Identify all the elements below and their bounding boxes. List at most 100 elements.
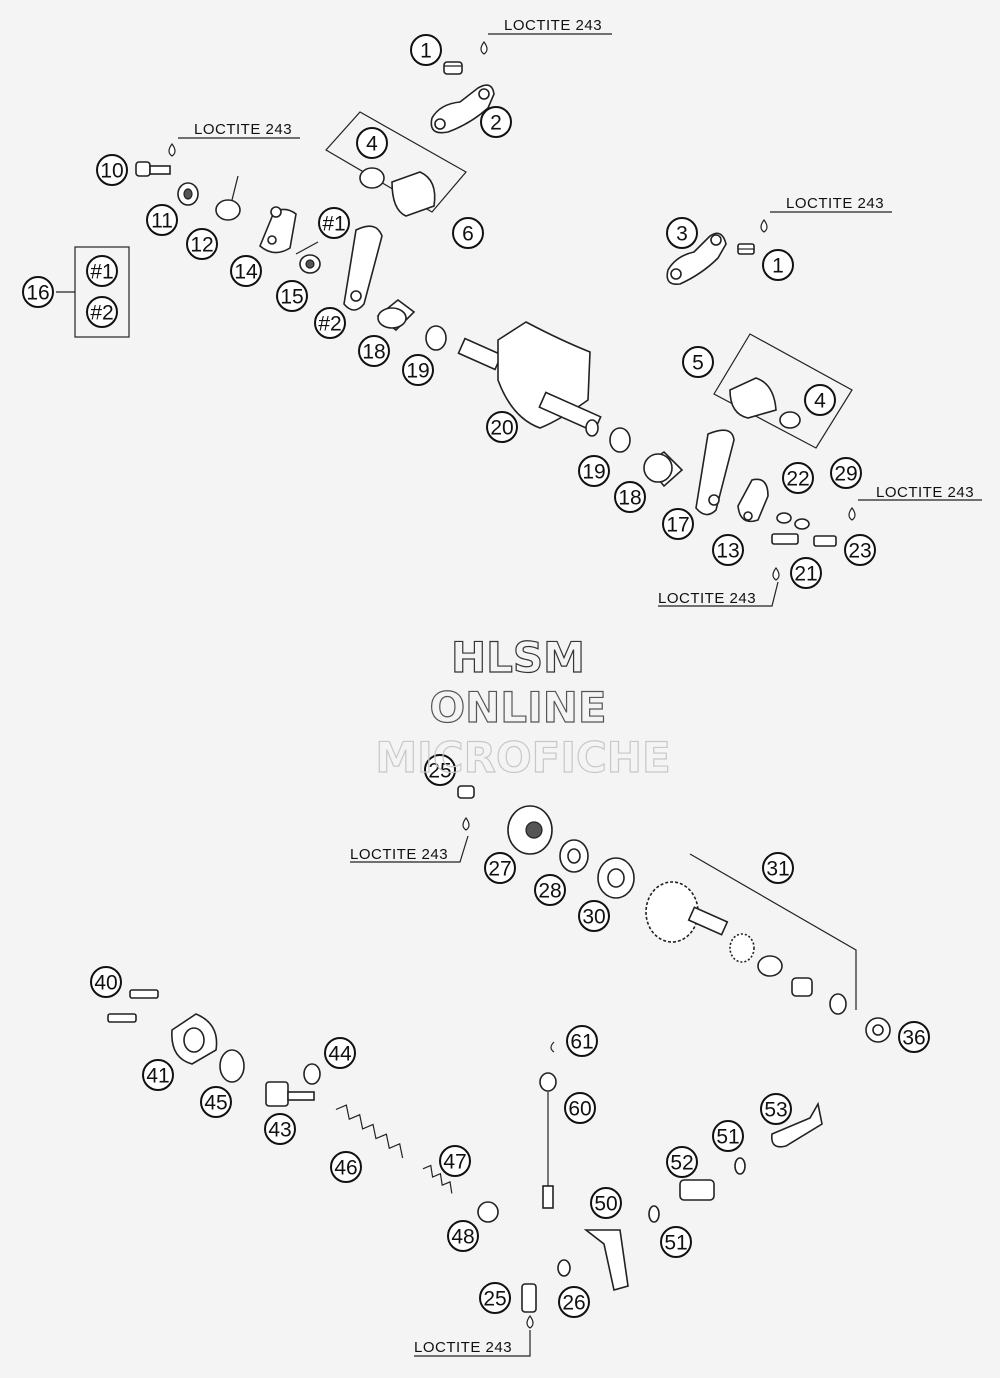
callout-number: 26: [562, 1292, 585, 1315]
callout-circle: [762, 249, 794, 281]
callout-part-1-top: 1: [410, 34, 442, 66]
callout-number: 1: [420, 40, 432, 63]
loctite-label-3: LOCTITE 243: [786, 195, 884, 212]
callout-circle: [318, 207, 350, 239]
callout-number: 53: [764, 1099, 787, 1122]
callout-number: 43: [268, 1119, 291, 1142]
callout-part-48: 48: [447, 1220, 479, 1252]
watermark-line-3: MICROFICHE: [375, 733, 670, 782]
part-washer-51-bottom: [648, 1205, 660, 1223]
callout-circle: [566, 1025, 598, 1057]
loctite-label-7: LOCTITE 243: [414, 1339, 512, 1356]
callout-part-60: 60: [564, 1092, 596, 1124]
part-frame-5-4: [713, 333, 853, 449]
callout-number: 2: [490, 112, 502, 135]
part-bolt-10: [135, 161, 171, 177]
callout-circle: [564, 1092, 596, 1124]
callout-part-61: 61: [566, 1025, 598, 1057]
callout-circle: [480, 106, 512, 138]
part-washer-29: [794, 518, 810, 530]
callout-number: 36: [902, 1027, 925, 1050]
callout-circle: [486, 411, 518, 443]
watermark: HLSM ONLINE MICROFICHE: [375, 632, 671, 782]
callout-part-11: 11: [146, 204, 178, 236]
callout-part-41: 41: [142, 1059, 174, 1091]
part-bearing-30: [597, 857, 635, 899]
part-bushing-18-bottom: [643, 450, 684, 488]
callout-circle: [578, 455, 610, 487]
part-bearing-28: [559, 839, 589, 873]
part-oring-19-top: [425, 325, 447, 351]
callout-part-17: 17: [662, 508, 694, 540]
callout-number: 21: [794, 563, 817, 586]
callout-circle: [534, 874, 566, 906]
callout-number: 25: [483, 1288, 506, 1311]
callout-number: 23: [848, 540, 871, 563]
callout-part-43: 43: [264, 1113, 296, 1145]
callout-part-47: 47: [439, 1145, 471, 1177]
callout-part-6: 6: [452, 217, 484, 249]
callout-circle: [479, 1282, 511, 1314]
callout-circle: [230, 255, 262, 287]
part-spring-46: [335, 1104, 404, 1159]
callout-number: 50: [594, 1193, 617, 1216]
callout-number: 30: [582, 906, 605, 929]
callout-part-1-variant-lever: #1: [318, 207, 350, 239]
callout-number: 31: [766, 858, 789, 881]
watermark-line-2: ONLINE: [429, 683, 606, 732]
callout-number: 20: [490, 417, 513, 440]
callout-number: 51: [664, 1232, 687, 1255]
part-clip-61: [550, 1041, 555, 1053]
callout-number: #2: [90, 302, 113, 325]
callout-circle: [712, 1120, 744, 1152]
callout-number: 3: [676, 223, 688, 246]
loctite-label-4: LOCTITE 243: [876, 484, 974, 501]
callout-number: 27: [488, 858, 511, 881]
callout-number: 18: [362, 341, 385, 364]
part-oring-19-bottom: [609, 427, 631, 453]
callout-circle: [662, 508, 694, 540]
part-bolt-1-right: [737, 243, 755, 255]
callout-circle: [898, 1021, 930, 1053]
callout-part-20: 20: [486, 411, 518, 443]
part-valve-body-20: [457, 321, 602, 437]
part-bushing-15: [299, 254, 321, 274]
part-rod-60: [539, 1072, 557, 1209]
callout-number: #1: [322, 213, 345, 236]
callout-circle: [22, 276, 54, 308]
callout-circle: [410, 34, 442, 66]
loctite-label-6: LOCTITE 243: [350, 846, 448, 863]
callout-circle: [590, 1187, 622, 1219]
part-bolt-23: [813, 535, 837, 547]
part-bolt-21: [771, 533, 799, 545]
part-bushing-11: [177, 182, 199, 206]
part-impeller-27: [507, 805, 553, 855]
callout-circle: [844, 534, 876, 566]
callout-number: 60: [568, 1098, 591, 1121]
callout-part-19-bottom: 19: [578, 455, 610, 487]
callout-part-4-top: 4: [356, 127, 388, 159]
callout-part-53: 53: [760, 1093, 792, 1125]
callout-number: 4: [814, 390, 826, 413]
callout-part-10: 10: [96, 154, 128, 186]
callout-circle: [660, 1226, 692, 1258]
callout-circle: [358, 335, 390, 367]
callout-circle: [264, 1113, 296, 1145]
callout-part-16: 16: [22, 276, 54, 308]
callout-part-30: 30: [578, 900, 610, 932]
callout-part-13: 13: [712, 534, 744, 566]
callout-part-15: 15: [276, 280, 308, 312]
callout-circle: [666, 1146, 698, 1178]
part-washer-22: [776, 512, 792, 524]
callout-part-51-top: 51: [712, 1120, 744, 1152]
callout-number: 44: [328, 1043, 352, 1066]
callout-circle: [142, 1059, 174, 1091]
callout-circle: [790, 557, 822, 589]
part-lever-50: [583, 1229, 629, 1292]
callout-number: 11: [151, 210, 173, 233]
callout-part-28: 28: [534, 874, 566, 906]
part-bracket-3: [666, 232, 727, 286]
part-lever-53: [770, 1101, 823, 1148]
part-washer-26: [557, 1259, 571, 1277]
callout-box-variant-2: #2: [86, 296, 118, 328]
